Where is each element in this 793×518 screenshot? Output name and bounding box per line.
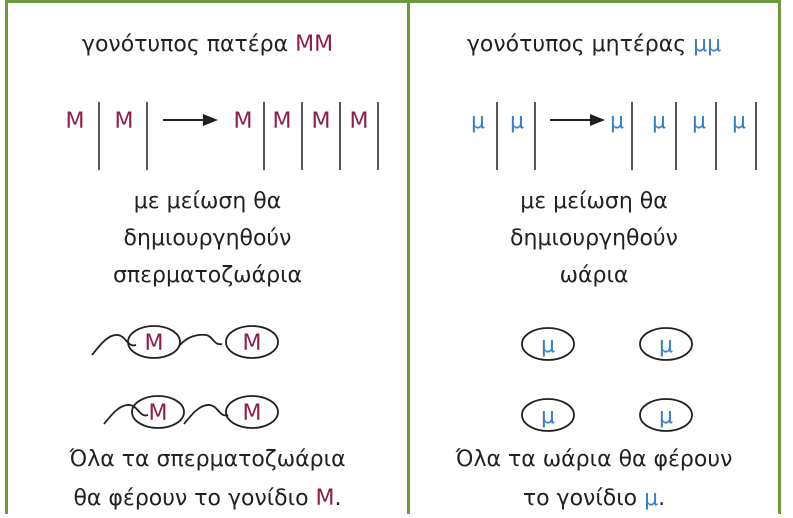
mother-arrow [550, 114, 605, 126]
father-gamete-allele: Μ [234, 109, 253, 134]
father-concl-prefix: θα φέρουν το γονίδιο [73, 486, 309, 511]
sperm-allele: Μ [243, 331, 262, 356]
father-gamete-allele: Μ [350, 109, 369, 134]
father-genotype: ΜΜ [295, 32, 334, 57]
father-conclusion: Όλα τα σπερματοζωάρια θα φέρουν το γονίδ… [8, 440, 407, 518]
father-gamete-allele: Μ [312, 109, 331, 134]
father-allele-row: Μ Μ Μ Μ Μ Μ [66, 109, 369, 134]
mother-title-label: γονότυπος μητέρας [466, 32, 687, 57]
father-desc-line-3: σπερματοζωάρια [112, 263, 303, 288]
mother-concl-allele: μ [644, 486, 659, 511]
mother-gamete-allele: μ [732, 109, 746, 134]
sperm-allele: Μ [145, 331, 164, 356]
mother-genotype: μμ [693, 32, 722, 57]
father-parent-allele: Μ [66, 109, 85, 134]
mother-desc-line-3: ωάρια [559, 263, 629, 288]
egg-allele: μ [541, 404, 555, 429]
father-concl-line-1: Όλα τα σπερματοζωάρια [69, 447, 346, 472]
mother-concl-line-2: το γονίδιο μ. [410, 479, 778, 518]
egg-allele-labels: μ μ μ μ [541, 333, 673, 429]
father-concl-suffix: . [334, 486, 342, 511]
mother-parent-allele: μ [471, 109, 485, 134]
mother-genotype-title: γονότυπος μητέρας μμ [410, 32, 778, 57]
mother-concl-suffix: . [658, 486, 666, 511]
outer-frame [5, 0, 781, 514]
mother-gamete-allele: μ [652, 109, 666, 134]
father-arrow [163, 114, 218, 126]
mother-chromosome-lines [496, 102, 757, 170]
egg-allele: μ [659, 333, 673, 358]
father-gamete-allele: Μ [273, 109, 292, 134]
father-panel: γονότυπος πατέρα ΜΜ με μείωση θα δημιουρ… [8, 0, 407, 514]
sperm-allele: Μ [149, 401, 168, 426]
father-meiosis-description: με μείωση θα δημιουργηθούν σπερματοζωάρι… [8, 183, 407, 294]
father-genotype-title: γονότυπος πατέρα ΜΜ [8, 32, 407, 57]
father-desc-line-2: δημιουργηθούν [123, 226, 292, 251]
egg-allele: μ [541, 333, 555, 358]
father-chromosome-lines [98, 102, 379, 170]
mother-concl-line-1: Όλα τα ωάρια θα φέρουν [455, 447, 733, 472]
father-title-label: γονότυπος πατέρα [81, 32, 289, 57]
mother-desc-line-1: με μείωση θα [520, 189, 668, 214]
father-desc-line-1: με μείωση θα [133, 189, 282, 214]
mother-allele-row: μ μ μ μ μ μ [471, 109, 746, 134]
mother-panel: γονότυπος μητέρας μμ με μείωση θα δημιου… [410, 0, 778, 514]
egg-cells [521, 327, 693, 432]
egg-allele: μ [659, 404, 673, 429]
mother-gamete-allele: μ [692, 109, 706, 134]
mother-parent-allele: μ [510, 109, 524, 134]
father-parent-allele: Μ [115, 109, 134, 134]
mother-concl-prefix: το γονίδιο [522, 486, 638, 511]
mother-conclusion: Όλα τα ωάρια θα φέρουν το γονίδιο μ. [410, 440, 778, 518]
sperm-cells [91, 325, 279, 429]
mother-meiosis-description: με μείωση θα δημιουργηθούν ωάρια [410, 183, 778, 294]
mother-desc-line-2: δημιουργηθούν [510, 226, 678, 251]
father-concl-line-2: θα φέρουν το γονίδιο Μ. [8, 479, 407, 518]
sperm-allele-labels: Μ Μ Μ Μ [145, 331, 262, 426]
mother-gamete-allele: μ [610, 109, 624, 134]
panel-divider [407, 0, 410, 514]
sperm-allele: Μ [243, 401, 262, 426]
father-concl-allele: Μ [315, 486, 335, 511]
